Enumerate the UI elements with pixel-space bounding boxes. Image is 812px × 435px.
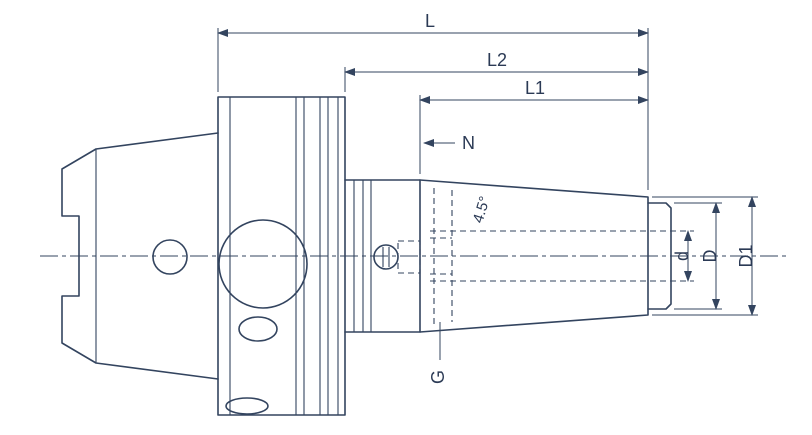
collar-outline — [344, 179, 421, 333]
hsk-shank — [61, 132, 219, 380]
gripper-groove-circle — [218, 219, 308, 309]
tapered-nose — [419, 179, 694, 333]
nose-tip-outline — [647, 202, 672, 310]
dim-N-label: N — [462, 133, 475, 153]
flange — [217, 96, 346, 416]
orientation-notch-lower — [225, 397, 269, 415]
taper-angle-label: 4.5° — [470, 194, 494, 225]
thread-relief-hidden-lines — [430, 237, 452, 275]
set-screw-hidden-outline — [397, 240, 421, 274]
drive-hole — [152, 239, 188, 275]
dim-L-label: L — [425, 11, 435, 31]
dim-D-label: D — [700, 250, 720, 263]
dimensions: L L2 L1 N 4.5° d D D1 G — [217, 11, 756, 384]
ext-D1 — [652, 196, 758, 316]
coolant-screw-hole — [373, 244, 399, 270]
collar-body — [344, 179, 421, 333]
thread-G-label: G — [428, 370, 448, 384]
coolant-screw-slot — [382, 247, 390, 267]
dim-d-label: d — [672, 251, 692, 261]
flange-outline — [217, 96, 346, 416]
taper-outline — [419, 179, 649, 333]
dim-D1-label: D1 — [736, 244, 756, 267]
shank-outline — [61, 132, 219, 380]
orientation-notch-upper — [238, 316, 278, 342]
extension-lines — [217, 28, 758, 360]
dim-L1-label: L1 — [525, 78, 545, 98]
dim-L2-label: L2 — [487, 50, 507, 70]
